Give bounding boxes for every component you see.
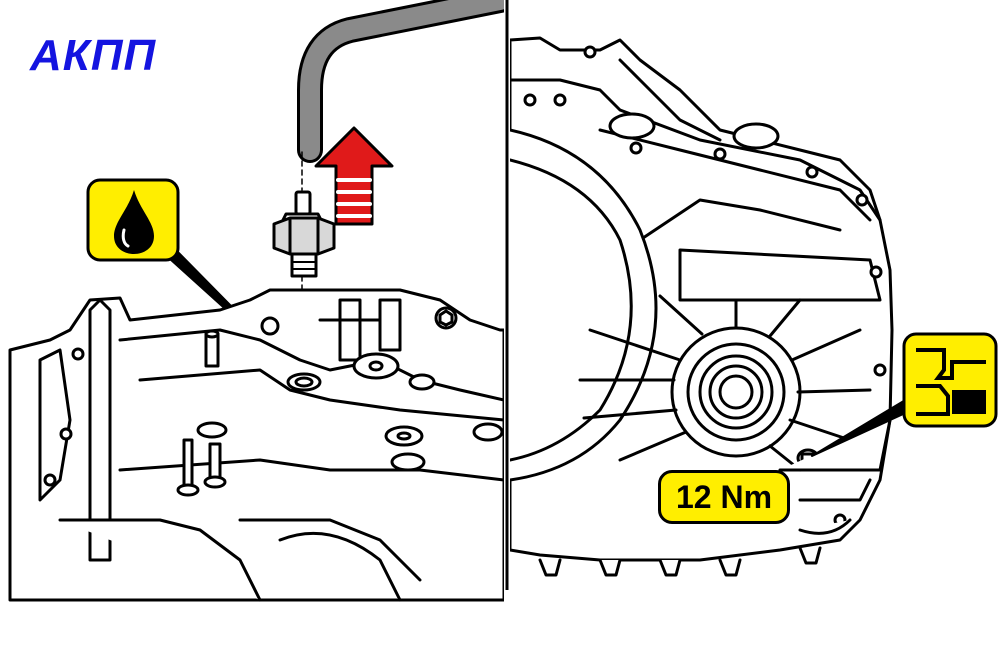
left-panel — [8, 0, 504, 602]
pressure-switch — [272, 190, 336, 278]
removal-arrow — [314, 126, 394, 226]
transmission-housing-left — [8, 288, 504, 602]
torque-badge: 12 Nm — [658, 470, 790, 524]
right-panel — [510, 36, 913, 577]
transmission-housing-right — [510, 36, 894, 577]
sealant-icon — [902, 332, 998, 428]
vacuum-hose — [300, 0, 504, 160]
oil-drop-icon — [86, 178, 180, 262]
page-title: АКПП — [30, 31, 157, 80]
